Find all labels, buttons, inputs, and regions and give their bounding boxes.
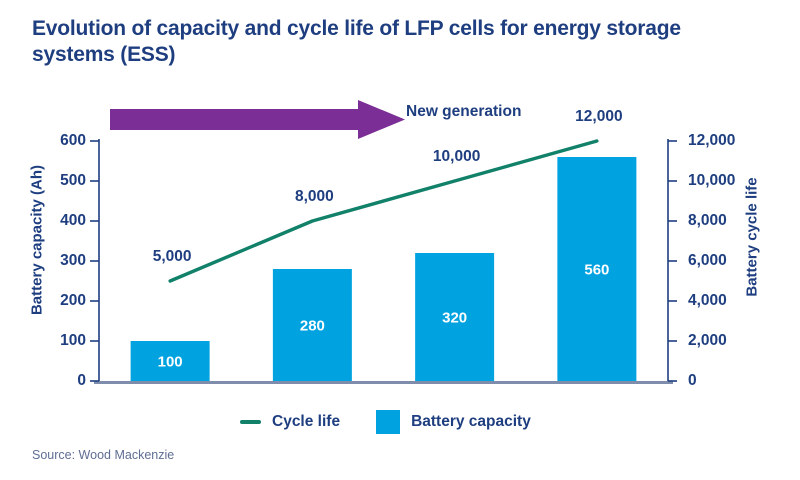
legend-label-battery-capacity: Battery capacity	[411, 413, 531, 430]
cycle-life-line-swatch-icon	[240, 420, 261, 424]
new-generation-label: New generation	[406, 103, 522, 120]
left-axis-tick-label: 100	[60, 332, 86, 349]
cycle-life-point-label: 8,000	[295, 188, 334, 205]
battery-capacity-bar	[415, 253, 495, 381]
chart-title: Evolution of capacity and cycle life of …	[32, 16, 752, 68]
battery-capacity-square-swatch-icon	[376, 410, 401, 434]
right-axis-tick-label: 0	[688, 372, 697, 389]
left-axis-tick-label: 0	[77, 372, 86, 389]
left-axis-tick-label: 500	[60, 172, 86, 189]
right-axis-tick-label: 4,000	[688, 292, 727, 309]
cycle-life-point-label: 5,000	[153, 248, 192, 265]
chart-title-line-1: Evolution of capacity and cycle life of …	[32, 17, 681, 40]
left-axis-tick-label: 200	[60, 292, 86, 309]
cycle-life-point-label: 12,000	[575, 108, 622, 125]
left-axis-tick-label: 600	[60, 132, 86, 149]
new-generation-arrow-body	[110, 109, 358, 130]
chart-legend: Cycle life Battery capacity	[240, 408, 531, 436]
right-axis-tick-label: 6,000	[688, 252, 727, 269]
battery-capacity-bar	[130, 341, 210, 381]
bar-value-label: 100	[158, 354, 183, 371]
left-axis-tick-label: 300	[60, 252, 86, 269]
battery-capacity-bar	[557, 157, 637, 381]
right-axis-tick-label: 10,000	[688, 172, 736, 189]
bar-value-label: 320	[442, 310, 467, 327]
right-axis-tick-label: 12,000	[688, 132, 736, 149]
right-axis-tick-label: 8,000	[688, 212, 727, 229]
legend-label-cycle-life: Cycle life	[272, 413, 341, 430]
legend-item-battery-capacity: Battery capacity	[376, 410, 531, 434]
cycle-life-line	[168, 139, 599, 283]
battery-capacity-bar	[272, 269, 352, 381]
source-note: Source: Wood Mackenzie	[32, 448, 175, 462]
new-generation-arrow-head-icon	[358, 100, 405, 139]
bar-value-label: 560	[584, 262, 609, 279]
chart-title-line-2: systems (ESS)	[32, 43, 176, 67]
cycle-life-point-label: 10,000	[433, 148, 480, 165]
left-axis-tick-label: 400	[60, 212, 86, 229]
bar-value-label: 280	[300, 318, 325, 335]
legend-item-cycle-life: Cycle life	[240, 413, 340, 431]
right-axis-title: Battery cycle life	[743, 177, 761, 297]
right-axis-tick-label: 2,000	[688, 332, 727, 349]
